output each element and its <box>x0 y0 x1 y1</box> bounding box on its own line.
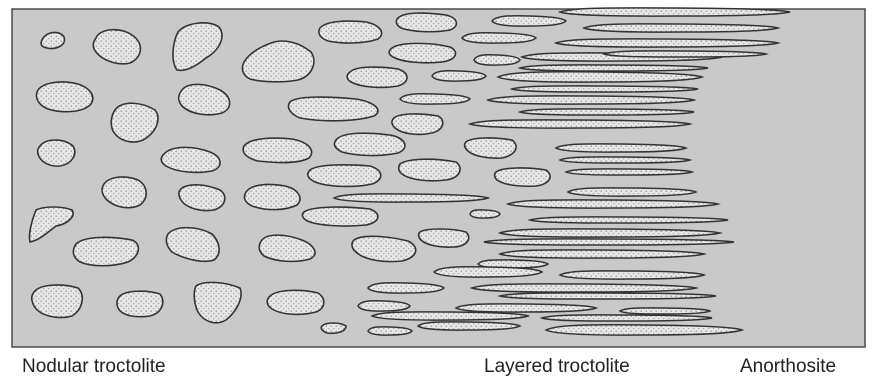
layer-lens <box>568 188 696 196</box>
nodule <box>302 207 377 226</box>
layer-lens <box>566 169 692 175</box>
layer-lens <box>520 65 708 71</box>
layer-lens <box>492 16 566 26</box>
layer-lens <box>500 250 704 258</box>
layer-lens <box>484 239 734 245</box>
layer-lens <box>456 304 596 312</box>
nodule <box>73 237 138 265</box>
label-anorthosite: Anorthosite <box>740 356 836 378</box>
label-nodular-troctolite: Nodular troctolite <box>22 356 166 378</box>
layer-lens <box>500 293 716 299</box>
nodule <box>117 291 163 317</box>
nodule <box>267 290 324 314</box>
layer-lens <box>498 72 702 82</box>
nodule <box>319 21 382 43</box>
nodule <box>396 13 456 32</box>
nodule <box>334 133 405 155</box>
label-layered-troctolite: Layered troctolite <box>484 356 630 378</box>
nodule <box>321 323 346 333</box>
layer-lens <box>372 312 528 320</box>
layer-lens <box>488 96 694 104</box>
layer-lens <box>520 109 694 115</box>
layer-lens <box>560 271 704 279</box>
nodule <box>288 97 377 121</box>
layer-lens <box>556 144 686 152</box>
layer-lens <box>500 229 720 237</box>
layer-lens <box>334 194 488 202</box>
layer-lens <box>400 94 470 104</box>
layer-lens <box>508 200 718 208</box>
layer-lens <box>584 24 778 32</box>
layer-lens <box>474 55 520 65</box>
layer-lens <box>462 33 536 43</box>
nodule <box>243 138 311 162</box>
layer-lens <box>434 267 542 277</box>
layer-lens <box>368 327 412 335</box>
layer-lens <box>560 8 790 16</box>
layer-lens <box>546 325 742 335</box>
layer-lens <box>604 51 766 57</box>
layer-lens <box>432 71 486 81</box>
nodule <box>38 140 75 166</box>
layer-lens <box>560 157 690 163</box>
layer-lens <box>530 217 728 223</box>
layer-lens <box>368 283 444 293</box>
layer-lens <box>512 86 698 92</box>
nodule <box>244 184 300 209</box>
layer-lens <box>472 284 696 292</box>
layer-lens <box>358 301 410 311</box>
layer-lens <box>542 315 712 321</box>
nodule <box>389 43 455 62</box>
layer-lens <box>620 308 710 314</box>
nodule <box>399 159 460 181</box>
nodule <box>347 67 407 87</box>
nodule <box>392 114 443 134</box>
nodule <box>495 168 550 186</box>
layer-lens <box>470 120 690 128</box>
layer-lens <box>418 322 520 330</box>
layer-lens <box>470 210 500 218</box>
nodule <box>308 165 381 187</box>
nodule <box>36 82 92 112</box>
layer-lens <box>556 39 778 47</box>
